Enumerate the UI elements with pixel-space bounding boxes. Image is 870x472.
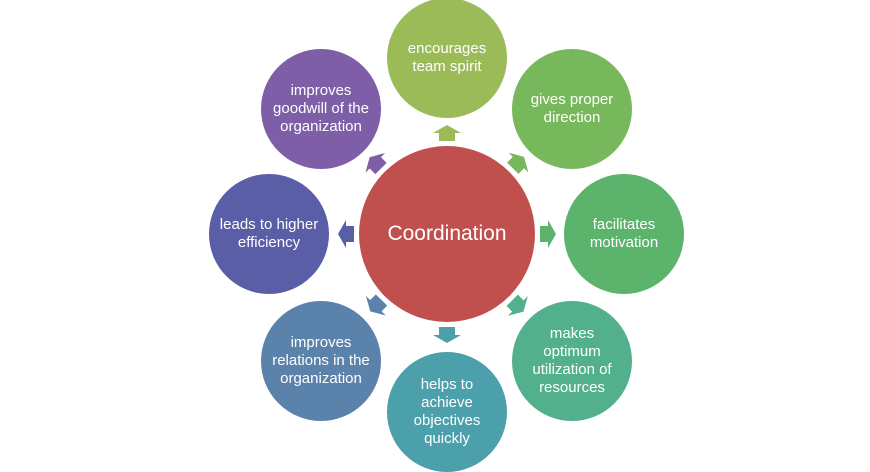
arrow-icon	[365, 152, 387, 175]
node-label: leads to higher efficiency	[219, 216, 319, 251]
node-label: encourages team spirit	[407, 40, 487, 75]
circle-resource-utilization: makes optimum utilization of resources	[512, 301, 632, 421]
circle-achieve-objectives: helps to achieve objectives quickly	[387, 352, 507, 472]
circle-proper-direction: gives proper direction	[512, 49, 632, 169]
arrow-icon	[506, 294, 528, 316]
node-label: makes optimum utilization of resources	[532, 325, 612, 396]
circle-team-spirit: encourages team spirit	[387, 0, 507, 118]
node-label: helps to achieve objectives quickly	[413, 376, 481, 447]
node-label: improves relations in the organization	[272, 334, 370, 387]
circle-improves-goodwill: improves goodwill of the organization	[261, 49, 381, 169]
node-label: improves goodwill of the organization	[273, 82, 369, 135]
circle-improves-relations: improves relations in the organization	[261, 301, 381, 421]
center-circle-coordination: Coordination	[359, 146, 535, 322]
node-label: facilitates motivation	[589, 216, 659, 251]
arrow-icon	[433, 327, 461, 343]
arrows-layer	[338, 125, 556, 343]
arrow-icon	[338, 220, 354, 248]
circle-motivation: facilitates motivation	[564, 174, 684, 294]
arrow-icon	[433, 125, 461, 141]
arrow-icon	[507, 152, 529, 174]
circle-higher-efficiency: leads to higher efficiency	[209, 174, 329, 294]
arrow-icon	[365, 294, 388, 316]
center-label: Coordination	[387, 222, 507, 245]
node-label: gives proper direction	[530, 91, 614, 126]
arrow-icon	[540, 220, 556, 248]
